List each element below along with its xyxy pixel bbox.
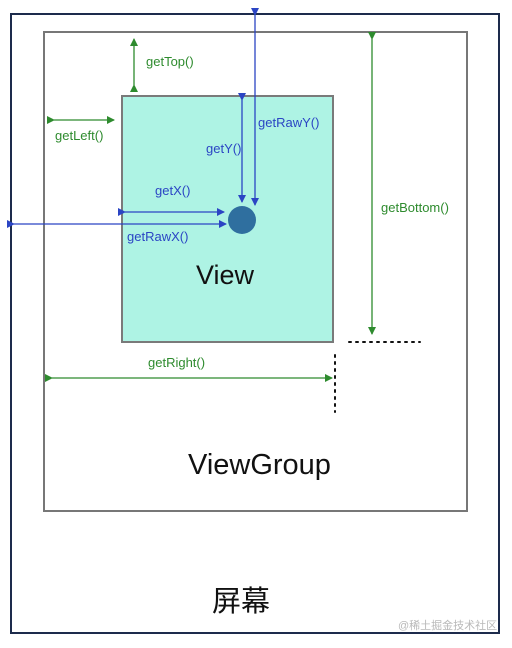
viewgroup-title: ViewGroup xyxy=(188,449,331,481)
get-right-label: getRight() xyxy=(148,355,206,370)
get-top-label: getTop() xyxy=(146,54,194,69)
touch-point xyxy=(228,206,256,234)
get-y-label: getY() xyxy=(206,141,242,156)
get-left-label: getLeft() xyxy=(55,128,104,143)
get-x-label: getX() xyxy=(155,183,191,198)
get-bottom-label: getBottom() xyxy=(381,200,449,215)
view-box xyxy=(121,95,334,343)
get-raw-x-label: getRawX() xyxy=(127,229,189,244)
watermark: @稀土掘金技术社区 xyxy=(398,620,498,632)
screen-title: 屏幕 xyxy=(212,586,271,618)
view-title: View xyxy=(196,260,255,290)
get-raw-y-label: getRawY() xyxy=(258,115,320,130)
